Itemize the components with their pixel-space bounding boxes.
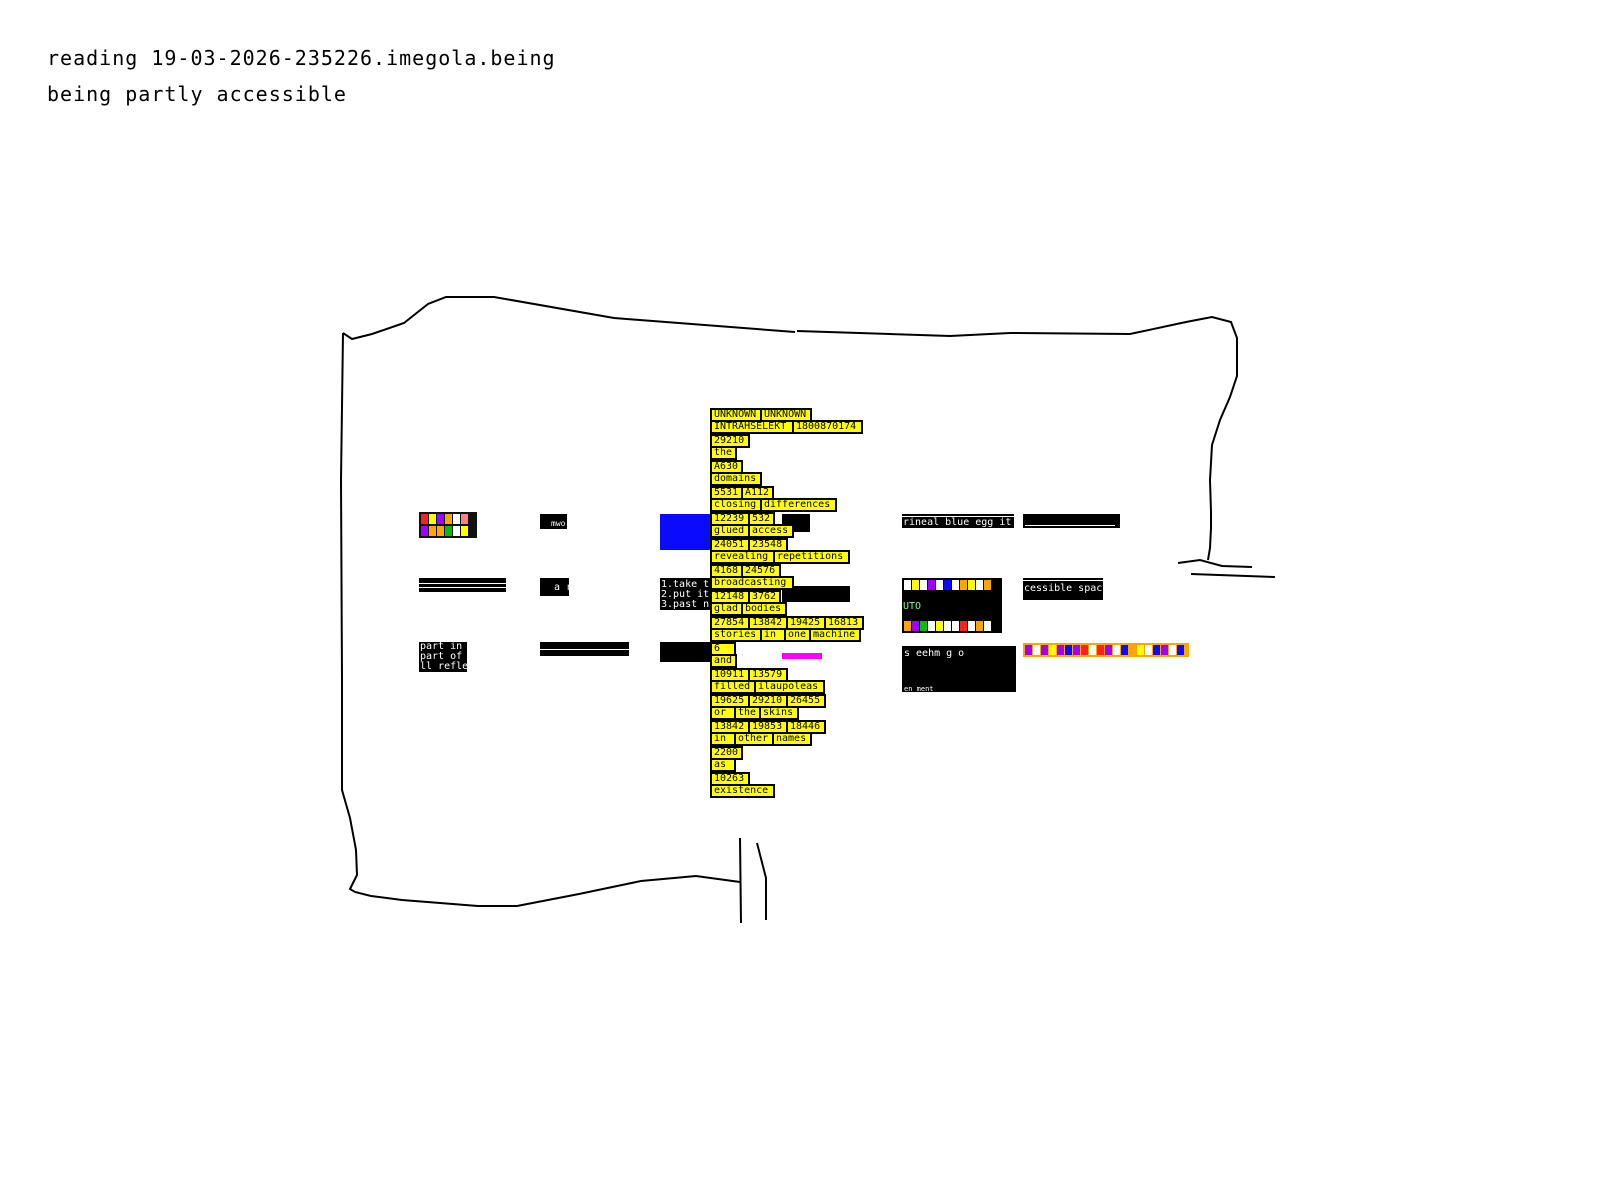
egg-panel: rineal blue egg it: [902, 514, 1014, 528]
part-line-2: part of: [420, 651, 463, 662]
stack-cell: one: [784, 628, 811, 642]
stack-cell: access: [748, 524, 794, 538]
mix-label: s eehm g o: [904, 648, 965, 659]
mw-panel: mwo: [540, 514, 567, 529]
egg-label: rineal blue egg it: [903, 517, 1012, 528]
status-line: being partly accessible: [47, 82, 347, 106]
stack-cell: closing: [710, 498, 762, 512]
a-panel: a r: [540, 578, 569, 596]
blue-panel: [660, 514, 716, 550]
stack-cell: 26455: [786, 694, 826, 708]
a-label: a r: [554, 582, 569, 593]
magenta-chip: [782, 653, 822, 659]
stack-cell: differences: [760, 498, 837, 512]
stack-cell: other: [734, 732, 774, 746]
stack-cell: or: [710, 706, 736, 720]
mix-panel: s eehm g o en ment: [902, 646, 1016, 692]
swatch-row-3: [904, 580, 992, 590]
stack-cell: bodies: [741, 602, 787, 616]
stack-cell: 1800870174: [792, 420, 863, 434]
bottom-small-label: en ment: [904, 685, 934, 692]
auto-panel: UTO: [902, 578, 1002, 633]
stack-cell: the: [734, 706, 761, 720]
color-strip: [1023, 643, 1189, 657]
swatch-row-2: [421, 526, 469, 536]
stack-cell: filled: [710, 680, 756, 694]
stack-cell: glad: [710, 602, 743, 616]
stack-cell: the: [710, 446, 737, 460]
stack-cell: ilaupoleas: [754, 680, 825, 694]
stack-cell: domains: [710, 472, 762, 486]
stack-cell: glued: [710, 524, 750, 538]
stack-cell: existence: [710, 784, 775, 798]
part-line-1: part in: [420, 642, 463, 652]
stack-cell: in: [760, 628, 786, 642]
instruction-3: 3.past n: [661, 599, 710, 610]
stack-cell: repetitions: [773, 550, 850, 564]
instructions-panel: 1.take th 2.put it 3.past n: [660, 578, 710, 610]
reading-title: reading 19-03-2026-235226.imegola.being: [47, 46, 556, 70]
stack-cell: INTRAHSELEKT: [710, 420, 794, 434]
stack-cell: names: [772, 732, 812, 746]
part-text-panel: part in part of ll refle: [419, 642, 467, 672]
instruction-1: 1.take th: [661, 579, 710, 590]
swatch-row: [421, 514, 469, 524]
stack-cell: skins: [759, 706, 799, 720]
part-line-3: ll refle: [420, 661, 467, 672]
space-panel: cessible spac: [1023, 578, 1103, 600]
swatch-panel-1: [419, 512, 477, 538]
strip-swatches: [1025, 645, 1185, 655]
stack-cell: as: [710, 758, 736, 772]
overlay-panel: [782, 586, 850, 602]
swatch-row-4: [904, 621, 992, 631]
instruction-2: 2.put it: [661, 589, 710, 600]
stack-cell: machine: [809, 628, 861, 642]
line-panel-2: [540, 642, 629, 656]
stack-cell: in: [710, 732, 736, 746]
stack-cell: stories: [710, 628, 762, 642]
stack-cell: broadcasting: [710, 576, 794, 590]
stack-cell: and: [710, 654, 737, 668]
mw-label: mwo: [551, 519, 566, 528]
dots-panel: [1023, 514, 1120, 528]
stack-cell: revealing: [710, 550, 775, 564]
space-label: cessible spac: [1024, 583, 1103, 594]
line-panel: [419, 578, 506, 592]
auto-label: UTO: [903, 601, 922, 612]
